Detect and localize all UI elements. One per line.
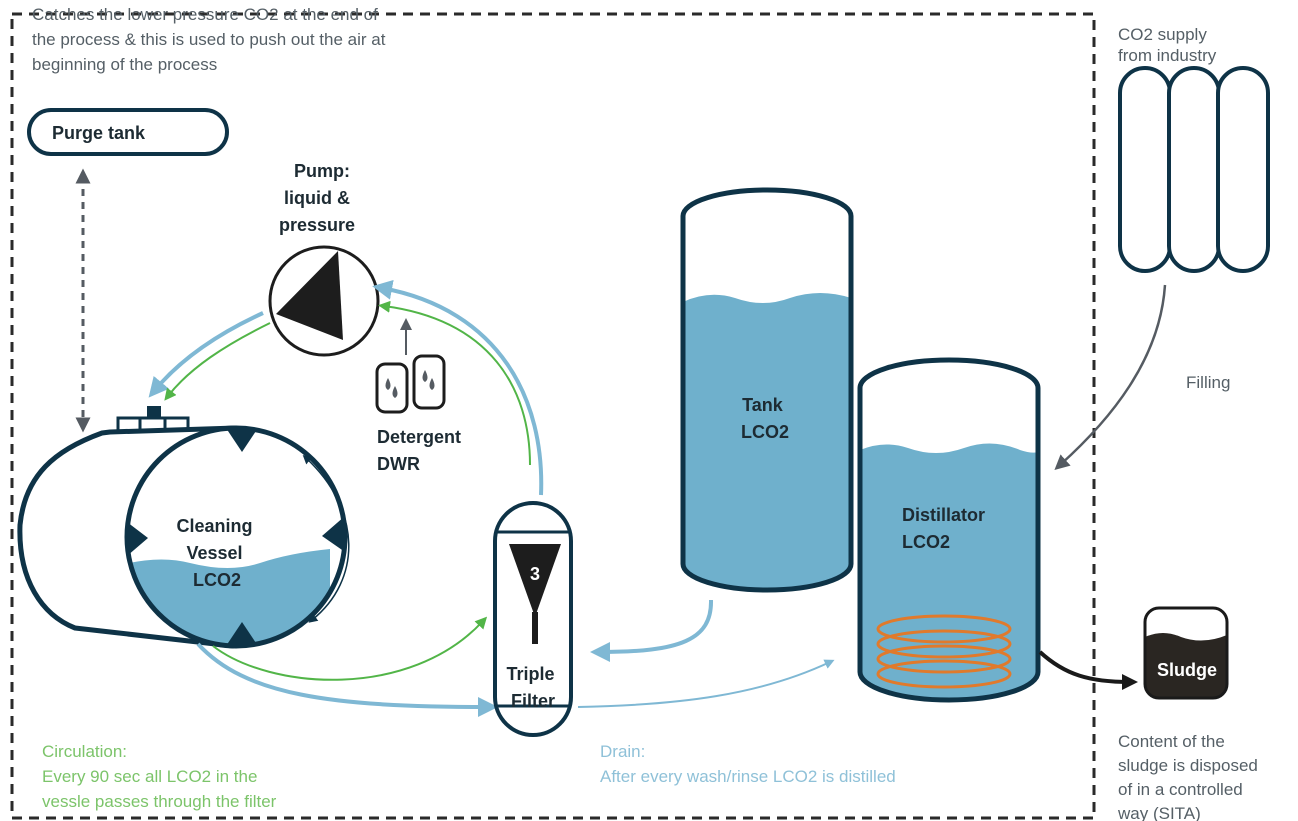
circulation-note: Circulation: Every 90 sec all LCO2 in th… <box>42 742 277 811</box>
system-boundary <box>10 12 1096 820</box>
purge-tank-label: Purge tank <box>52 123 146 143</box>
purge-note-line-1: Catches the lower pressure CO2 at the en… <box>32 5 378 24</box>
pump-label-line-3: pressure <box>279 215 355 235</box>
tank-label-line-1: Tank <box>742 395 784 415</box>
filter-number: 3 <box>530 564 540 584</box>
cleaning-vessel <box>17 406 350 649</box>
detergent-label: Detergent DWR <box>377 427 466 474</box>
purge-note-line-2: the process & this is used to push out t… <box>32 30 386 49</box>
flow-pump-to-vessel-green <box>164 322 271 401</box>
distillator-label: Distillator LCO2 <box>902 505 990 552</box>
flow-filter-to-distillator <box>577 659 835 708</box>
tank-lco2 <box>680 187 854 593</box>
sludge-note-line-1: Content of the <box>1118 732 1225 751</box>
vessel-label-line-3: LCO2 <box>193 570 241 590</box>
circulation-note-line-2: Every 90 sec all LCO2 in the <box>42 767 257 786</box>
tank-label: Tank LCO2 <box>741 395 789 442</box>
pump-label: Pump: liquid & pressure <box>279 161 355 235</box>
purge-tank: Purge tank <box>27 108 229 156</box>
pump-label-line-1: Pump: <box>294 161 350 181</box>
purge-note: Catches the lower pressure CO2 at the en… <box>32 5 390 74</box>
sludge-note-line-4: way (SITA) <box>1117 804 1201 821</box>
detergent-label-line-1: Detergent <box>377 427 461 447</box>
vessel-label-line-1: Cleaning <box>176 516 252 536</box>
flow-vessel-to-filter-blue <box>196 642 498 717</box>
rotation-arrow <box>302 454 350 623</box>
flow-filter-to-pump-blue <box>372 280 544 496</box>
heating-coil-icon <box>876 614 1012 689</box>
flow-vessel-to-filter-green <box>212 616 488 681</box>
distillator-label-line-2: LCO2 <box>902 532 950 552</box>
detergent-bottles-icon <box>375 318 446 414</box>
sludge-note: Content of the sludge is disposed of in … <box>1117 732 1263 821</box>
filling-label: Filling <box>1186 373 1230 392</box>
flow-distillator-to-sludge <box>1038 650 1138 690</box>
flow-pump-to-vessel-blue <box>148 311 264 398</box>
vessel-label-line-2: Vessel <box>186 543 242 563</box>
sludge-note-line-3: of in a controlled <box>1118 780 1243 799</box>
cleaning-vessel-label: Cleaning Vessel LCO2 <box>176 516 257 590</box>
pump <box>268 245 380 357</box>
filter-label-line-1: Triple <box>506 664 554 684</box>
purge-note-line-3: beginning of the process <box>32 55 217 74</box>
pump-triangle-icon <box>276 251 343 340</box>
distillator-liquid <box>860 443 1038 700</box>
tank-liquid <box>683 293 851 590</box>
filter-label-line-2: Filter <box>511 691 555 711</box>
circulation-note-line-3: vessle passes through the filter <box>42 792 277 811</box>
sludge-bin: Sludge <box>1143 606 1229 700</box>
flow-tank-to-filter <box>590 599 714 662</box>
flow-supply-to-distillator <box>1054 284 1167 471</box>
flow-filter-to-pump-green <box>378 300 531 466</box>
co2-supply-label: CO2 supply <box>1118 25 1207 44</box>
distillator-label-line-1: Distillator <box>902 505 985 525</box>
drain-note-line-2: After every wash/rinse LCO2 is distilled <box>600 767 896 786</box>
triple-filter: 3 <box>493 501 573 737</box>
pump-label-line-2: liquid & <box>284 188 350 208</box>
distillator <box>857 357 1041 703</box>
filter-funnel-icon <box>509 544 561 617</box>
tank-label-line-2: LCO2 <box>741 422 789 442</box>
co2-cylinders-icon <box>1118 66 1270 273</box>
sludge-label: Sludge <box>1157 660 1217 680</box>
circulation-note-line-1: Circulation: <box>42 742 127 761</box>
triple-filter-label: Triple Filter <box>506 664 559 711</box>
drain-note-line-1: Drain: <box>600 742 645 761</box>
co2-supply-sub: from industry <box>1118 46 1217 65</box>
detergent-label-line-2: DWR <box>377 454 420 474</box>
drain-note: Drain: After every wash/rinse LCO2 is di… <box>600 742 896 786</box>
sludge-note-line-2: sludge is disposed <box>1118 756 1258 775</box>
